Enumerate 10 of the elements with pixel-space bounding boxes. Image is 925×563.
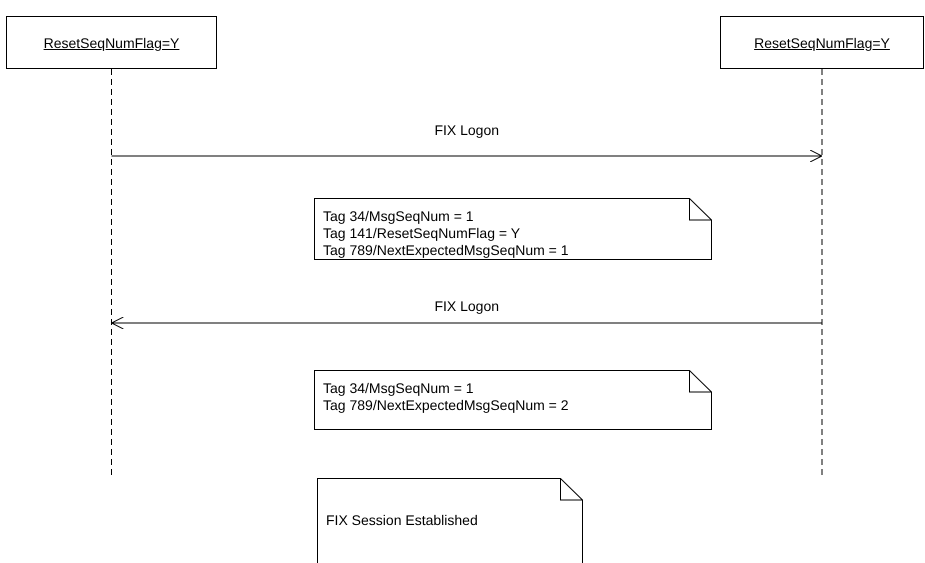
message-arrow [111, 316, 822, 330]
note-text: FIX Session Established [326, 512, 479, 529]
lifeline-name: ResetSeqNumFlag=Y [44, 34, 180, 50]
lifeline-name: ResetSeqNumFlag=Y [754, 34, 890, 50]
note-text: Tag 34/MsgSeqNum = 1 [323, 208, 475, 225]
note-text: Tag 34/MsgSeqNum = 1 [323, 380, 475, 397]
note-text: Tag 789/NextExpectedMsgSeqNum = 1 [323, 242, 570, 259]
note-text: Tag 141/ResetSeqNumFlag = Y [323, 225, 522, 242]
note-text: Tag 789/NextExpectedMsgSeqNum = 2 [323, 397, 570, 414]
message-arrow [111, 150, 822, 162]
